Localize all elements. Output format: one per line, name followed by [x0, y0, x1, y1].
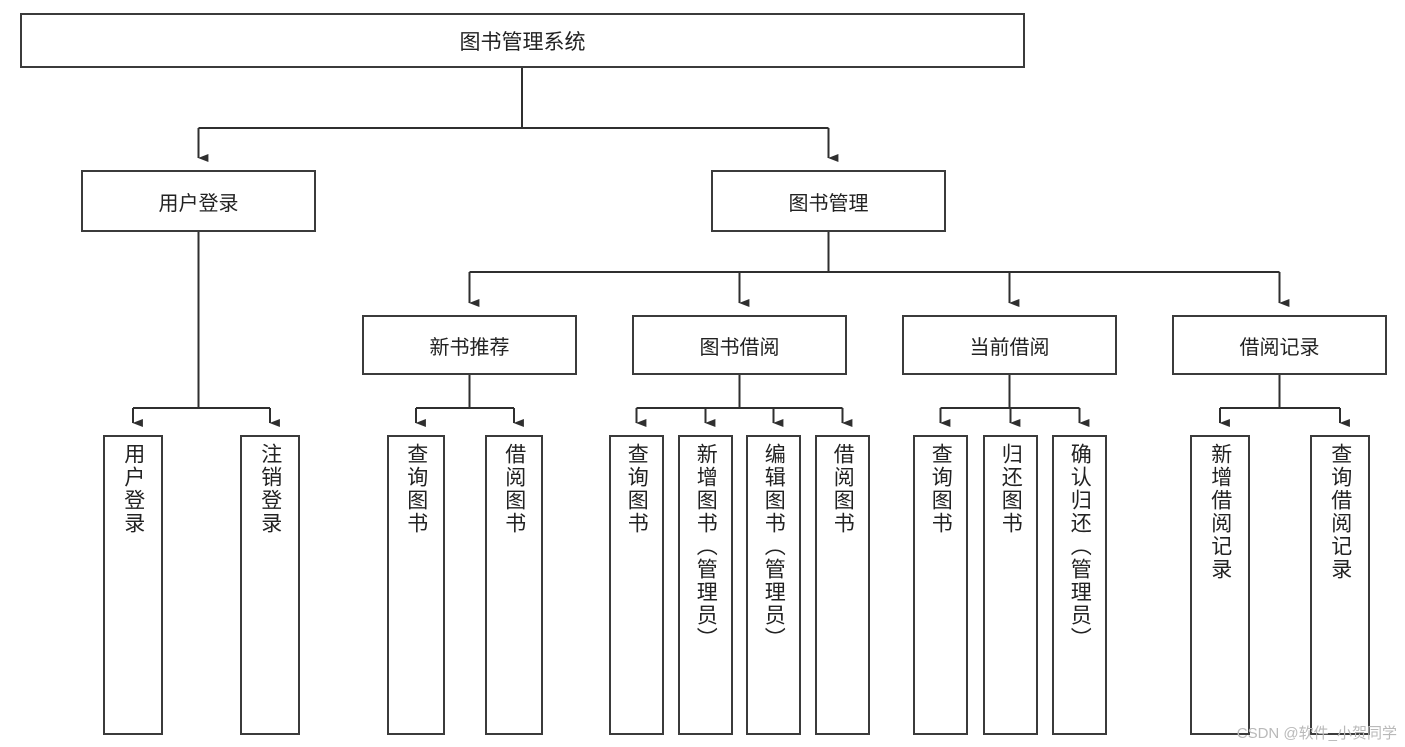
node-new-book-recommend[interactable]: 新书推荐	[362, 315, 577, 375]
leaf-label: 查询图书	[929, 443, 953, 535]
leaf-node[interactable]: 查询图书	[387, 435, 445, 735]
leaf-node[interactable]: 查询图书	[609, 435, 664, 735]
leaf-label: 新增图书（管理员）	[694, 443, 718, 650]
leaf-label: 借阅图书	[502, 443, 526, 535]
leaf-node[interactable]: 用户登录	[103, 435, 163, 735]
leaf-label: 借阅图书	[831, 443, 855, 535]
node-label: 新书推荐	[429, 336, 510, 359]
node-borrow-record[interactable]: 借阅记录	[1172, 315, 1387, 375]
node-user-login[interactable]: 用户登录	[81, 170, 316, 232]
leaf-node[interactable]: 注销登录	[240, 435, 300, 735]
leaf-node[interactable]: 归还图书	[983, 435, 1038, 735]
node-label: 用户登录	[158, 192, 239, 215]
node-label: 图书管理	[788, 192, 869, 215]
watermark: CSDN @软件_小贺同学	[1236, 725, 1397, 742]
leaf-label: 编辑图书（管理员）	[762, 443, 786, 650]
node-current-borrow[interactable]: 当前借阅	[902, 315, 1117, 375]
leaf-node[interactable]: 编辑图书（管理员）	[746, 435, 801, 735]
node-book-borrow[interactable]: 图书借阅	[632, 315, 847, 375]
leaf-label: 用户登录	[121, 443, 145, 535]
leaf-node[interactable]: 查询图书	[913, 435, 968, 735]
leaf-label: 确认归还（管理员）	[1068, 443, 1092, 650]
leaf-label: 查询借阅记录	[1328, 443, 1352, 581]
leaf-node[interactable]: 确认归还（管理员）	[1052, 435, 1107, 735]
node-label: 当前借阅	[969, 336, 1050, 359]
leaf-label: 新增借阅记录	[1208, 443, 1232, 581]
leaf-label: 查询图书	[625, 443, 649, 535]
node-label: 图书管理系统	[459, 30, 586, 54]
node-book-management[interactable]: 图书管理	[711, 170, 946, 232]
node-label: 图书借阅	[699, 336, 780, 359]
node-root[interactable]: 图书管理系统	[20, 13, 1025, 68]
leaf-label: 归还图书	[999, 443, 1023, 535]
leaf-node[interactable]: 查询借阅记录	[1310, 435, 1370, 735]
leaf-label: 查询图书	[404, 443, 428, 535]
leaf-label: 注销登录	[258, 443, 282, 535]
leaf-node[interactable]: 新增借阅记录	[1190, 435, 1250, 735]
leaf-node[interactable]: 借阅图书	[815, 435, 870, 735]
leaf-node[interactable]: 借阅图书	[485, 435, 543, 735]
leaf-node[interactable]: 新增图书（管理员）	[678, 435, 733, 735]
node-label: 借阅记录	[1239, 336, 1320, 359]
